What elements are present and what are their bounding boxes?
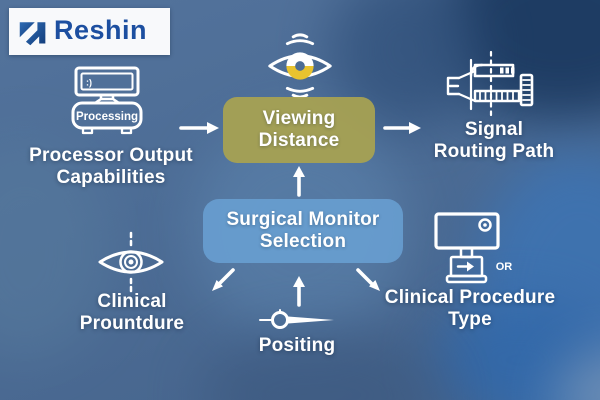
procedure-type-label: Clinical Procedure Type — [384, 287, 556, 330]
reshin-logo-mark — [19, 21, 46, 45]
signal-routing-label: Signal Routing Path — [433, 119, 555, 162]
eye-focus-icon — [98, 231, 164, 293]
arrow-positioning-to-selection — [293, 276, 305, 307]
screen-text: :) — [86, 78, 92, 88]
monitor-switch-icon: OR — [434, 212, 513, 284]
slider-icon — [259, 309, 334, 329]
positioning-label: Positing — [258, 335, 336, 356]
monitor-processing-icon: :) Processing — [71, 66, 143, 135]
arrow-selection-to-clinical — [212, 268, 235, 291]
brand-logo: Reshin — [9, 8, 170, 55]
processor-label: Processor Output Capabilities — [29, 145, 193, 188]
processing-text: Processing — [76, 111, 138, 123]
arrow-selection-to-viewing — [293, 166, 305, 197]
arrow-viewing-to-signal — [383, 122, 421, 134]
viewing-distance-label: Viewing Distance — [258, 107, 340, 151]
clinical-procedure-label: Clinical Prountdure — [79, 291, 185, 334]
arrow-processor-to-viewing — [179, 122, 219, 134]
monitor-selection-label: Surgical Monitor Selection — [226, 208, 380, 252]
arrow-selection-to-procedure-type — [356, 268, 380, 291]
brand-name: Reshin — [54, 15, 148, 45]
or-text: OR — [496, 261, 513, 273]
eye-attention-icon — [268, 33, 332, 99]
monitor-selection-box: Surgical Monitor Selection — [203, 199, 403, 263]
viewing-distance-box: Viewing Distance — [223, 97, 375, 163]
cable-connector-icon — [446, 50, 534, 117]
